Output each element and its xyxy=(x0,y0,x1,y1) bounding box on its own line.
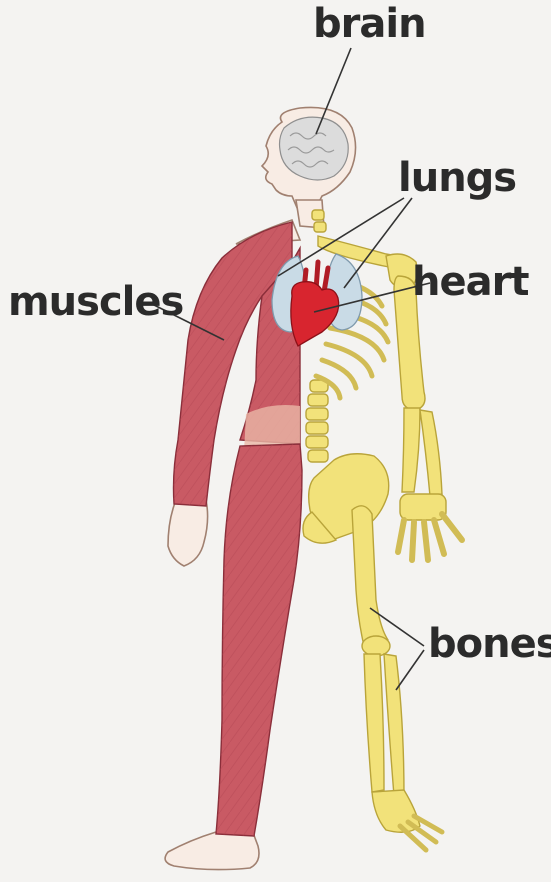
bones-label: bones xyxy=(428,624,551,664)
lungs-label: lungs xyxy=(398,158,516,198)
bones-leader-line-2 xyxy=(396,650,424,690)
brain-label: brain xyxy=(313,4,426,44)
muscles-label: muscles xyxy=(8,282,183,322)
heart-label: heart xyxy=(412,262,528,302)
foot-bones xyxy=(372,790,442,850)
hand-bones xyxy=(398,494,462,560)
